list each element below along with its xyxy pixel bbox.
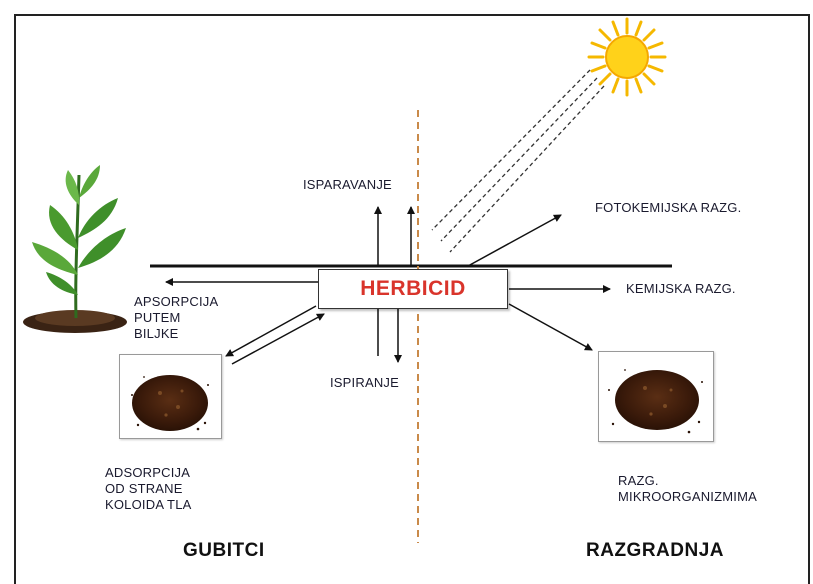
section-razgradnja: RAZGRADNJA: [586, 540, 724, 562]
label-mikroorganizmi: RAZG. MIKROORGANIZMIMA: [618, 473, 757, 505]
arrow-mikroorganizmi: [509, 304, 592, 350]
label-isparavanje: ISPARAVANJE: [303, 177, 392, 193]
herbicid-box: HERBICID: [318, 269, 508, 309]
plant-icon: [23, 165, 127, 333]
sun-icon: [589, 19, 665, 95]
arrow-fotokemijska: [468, 215, 561, 266]
sun-rays: [432, 70, 604, 252]
arrow-adsorpcija-out: [226, 306, 316, 356]
label-ispiranje: ISPIRANJE: [330, 375, 399, 391]
soil-icon: [120, 355, 221, 438]
label-fotokemijska: FOTOKEMIJSKA RAZG.: [595, 200, 741, 216]
soil-card-right: [598, 351, 714, 442]
soil-icon: [599, 352, 713, 441]
section-gubitci: GUBITCI: [183, 540, 265, 562]
herbicid-label: HERBICID: [360, 277, 466, 301]
soil-card-left: [119, 354, 222, 439]
label-apsorpcija: APSORPCIJA PUTEM BILJKE: [134, 294, 218, 342]
label-adsorpcija: ADSORPCIJA OD STRANE KOLOIDA TLA: [105, 465, 192, 513]
arrow-adsorpcija-in: [232, 314, 324, 364]
label-kemijska: KEMIJSKA RAZG.: [626, 281, 736, 297]
